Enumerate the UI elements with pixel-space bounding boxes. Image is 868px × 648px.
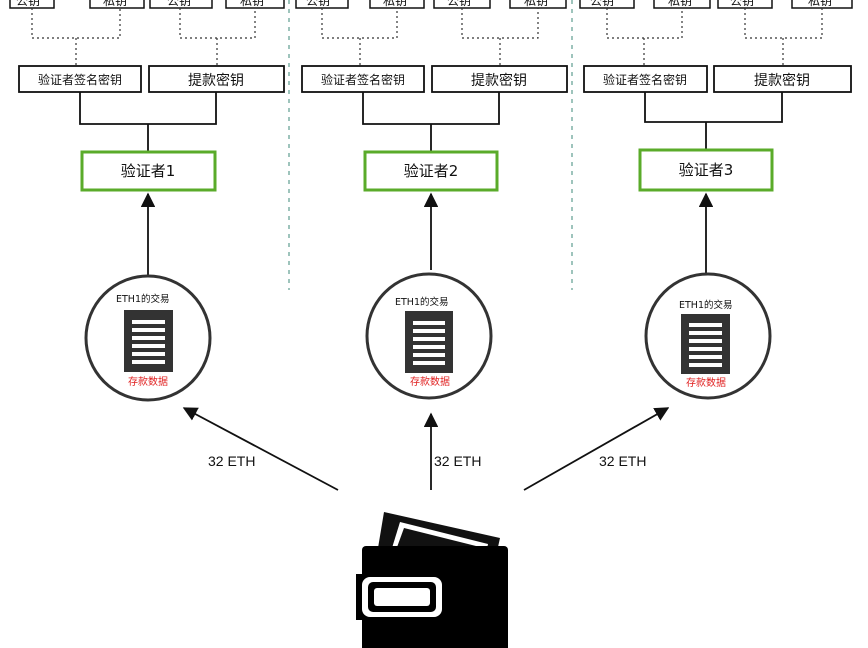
- validator-label: 验证者1: [121, 162, 176, 180]
- wallet-icon: [356, 512, 508, 648]
- withdrawal-key-box: 提款密钥: [431, 65, 568, 93]
- public-key-box: 公钥: [717, 0, 773, 9]
- dotted-connector: [321, 8, 398, 66]
- withdrawal-key-box: 提款密钥: [713, 65, 852, 93]
- transaction-label: ETH1的交易: [679, 299, 733, 311]
- signing-key-label: 验证者签名密钥: [321, 72, 405, 87]
- signing-key-box: 验证者签名密钥: [301, 65, 425, 93]
- validator-box: 验证者2: [363, 150, 499, 192]
- private-key-label: 私钥: [383, 0, 407, 8]
- private-key-box: 私钥: [509, 0, 567, 9]
- eth1-transaction-circle: ETH1的交易 存款数据: [84, 274, 212, 402]
- validator-column-1: 公钥 私钥 公钥 私钥 验证者签名密钥 提款密钥 验证: [9, 0, 285, 469]
- public-key-box: 公钥: [579, 0, 635, 9]
- private-key-label: 私钥: [524, 0, 548, 8]
- public-key-label: 公钥: [730, 0, 754, 8]
- document-icon: [405, 311, 453, 373]
- private-key-box: 私钥: [791, 0, 853, 9]
- public-key-label: 公钥: [590, 0, 614, 8]
- withdrawal-key-label: 提款密钥: [471, 72, 527, 89]
- private-key-label: 私钥: [240, 0, 264, 8]
- key-bracket-connector: [79, 92, 217, 152]
- dotted-connector: [606, 8, 683, 66]
- signing-key-label: 验证者签名密钥: [603, 72, 687, 87]
- withdrawal-key-label: 提款密钥: [754, 72, 810, 89]
- eth1-transaction-circle: ETH1的交易 存款数据: [644, 272, 772, 400]
- public-key-box: 公钥: [433, 0, 491, 9]
- document-icon: [124, 310, 173, 372]
- amount-label: 32 ETH: [434, 453, 481, 469]
- private-key-label: 私钥: [668, 0, 692, 8]
- validator-box: 验证者1: [80, 150, 217, 192]
- amount-label: 32 ETH: [208, 453, 255, 469]
- public-key-box: 公钥: [149, 0, 213, 9]
- validator-label: 验证者3: [679, 161, 734, 179]
- withdrawal-key-box: 提款密钥: [148, 65, 285, 93]
- validator-column-3: 公钥 私钥 公钥 私钥 验证者签名密钥 提款密钥 验证者3: [579, 0, 853, 469]
- private-key-box: 私钥: [225, 0, 285, 9]
- private-key-box: 私钥: [653, 0, 711, 9]
- deposit-data-label: 存款数据: [410, 375, 450, 388]
- key-bracket-connector: [362, 92, 500, 152]
- document-icon: [681, 314, 730, 374]
- private-key-label: 私钥: [103, 0, 127, 8]
- signing-key-box: 验证者签名密钥: [18, 65, 142, 93]
- key-bracket-connector: [644, 92, 783, 150]
- amount-label: 32 ETH: [599, 453, 646, 469]
- validator-label: 验证者2: [404, 162, 459, 180]
- dotted-connector: [461, 8, 539, 66]
- public-key-label: 公钥: [16, 0, 40, 8]
- transaction-label: ETH1的交易: [116, 293, 170, 305]
- private-key-box: 私钥: [89, 0, 145, 9]
- public-key-label: 公钥: [306, 0, 330, 8]
- signing-key-box: 验证者签名密钥: [583, 65, 708, 93]
- eth1-transaction-circle: ETH1的交易 存款数据: [365, 272, 493, 400]
- public-key-label: 公钥: [447, 0, 471, 8]
- deposit-data-label: 存款数据: [686, 376, 726, 389]
- withdrawal-key-label: 提款密钥: [188, 72, 244, 89]
- dotted-connector: [179, 8, 256, 66]
- dotted-connector: [31, 8, 121, 66]
- public-key-box: 公钥: [295, 0, 349, 9]
- validator-column-2: 公钥 私钥 公钥 私钥 验证者签名密钥 提款密钥 验证者2: [295, 0, 568, 469]
- deposit-arrow-3: [523, 407, 670, 491]
- signing-key-label: 验证者签名密钥: [38, 72, 122, 87]
- private-key-label: 私钥: [808, 0, 832, 8]
- public-key-box: 公钥: [9, 0, 55, 9]
- validator-box: 验证者3: [638, 148, 774, 192]
- public-key-label: 公钥: [167, 0, 191, 8]
- deposit-data-label: 存款数据: [128, 375, 168, 388]
- dotted-connector: [744, 8, 823, 66]
- transaction-label: ETH1的交易: [395, 296, 449, 308]
- deposit-arrow-1: [182, 407, 339, 491]
- private-key-box: 私钥: [369, 0, 425, 9]
